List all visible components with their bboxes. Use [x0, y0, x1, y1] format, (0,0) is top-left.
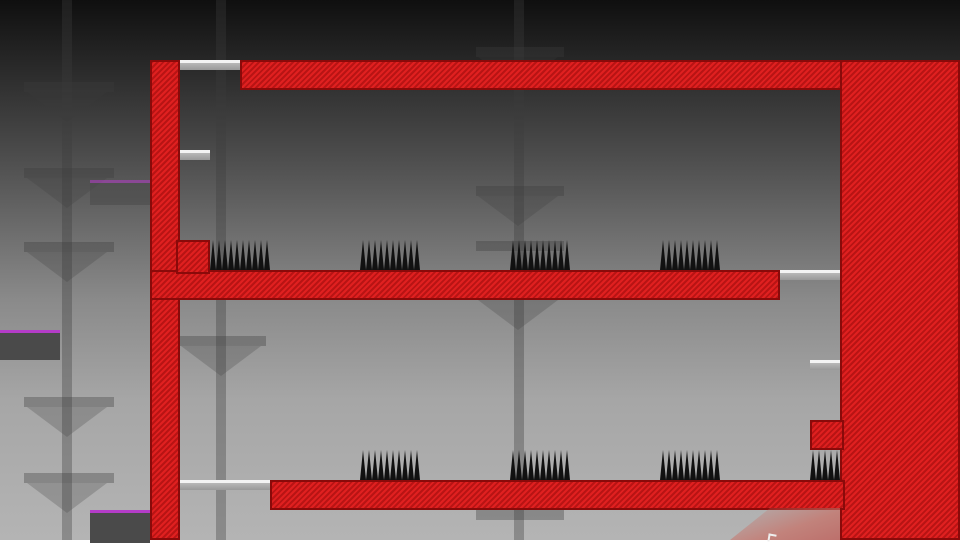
white-platform-right-middle — [810, 360, 840, 370]
hazard-notch-upper — [176, 240, 210, 274]
white-platform-small-left — [180, 150, 210, 160]
background-tower-left — [0, 0, 130, 540]
spike-icon — [360, 450, 420, 480]
spike-icon — [210, 240, 270, 270]
magenta-platform-upper — [90, 180, 150, 205]
hazard-wall-left — [150, 60, 180, 540]
white-platform-right-upper — [780, 270, 840, 280]
hazard-ledge-upper — [150, 270, 780, 300]
magenta-platform-middle — [0, 330, 60, 360]
spike-icon — [510, 240, 570, 270]
spike-icon — [510, 450, 570, 480]
spike-icon — [360, 240, 420, 270]
white-platform-lower-left — [180, 480, 270, 490]
spike-icon — [660, 240, 720, 270]
hazard-ledge-lower — [270, 480, 845, 510]
hazard-wall-right — [840, 60, 960, 540]
white-platform-top — [180, 60, 240, 70]
spike-icon — [810, 450, 840, 480]
cursor-icon — [767, 533, 777, 543]
magenta-platform-lower — [90, 510, 150, 543]
hazard-notch-right — [810, 420, 844, 450]
spike-icon — [660, 450, 720, 480]
